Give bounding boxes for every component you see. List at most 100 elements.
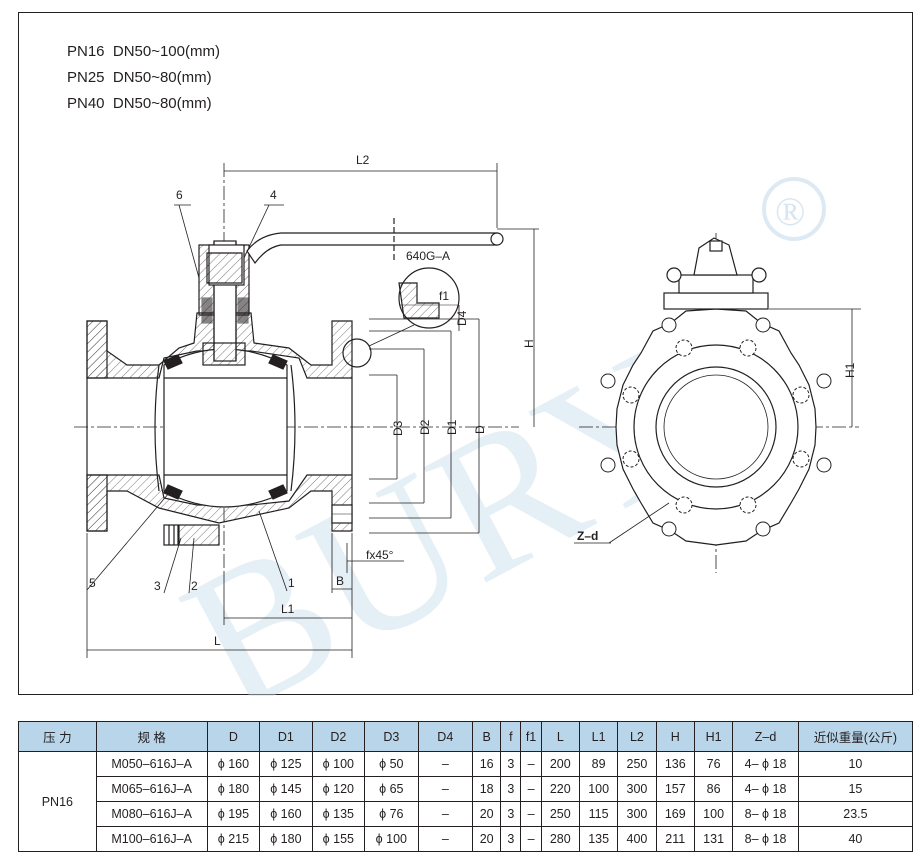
col-header: D2 bbox=[311, 721, 366, 752]
technical-drawing: BURY ® bbox=[18, 12, 913, 696]
table-cell: 200 bbox=[540, 751, 580, 777]
model-cell: M080–616J–A bbox=[95, 801, 208, 827]
table-cell: ϕ 50 bbox=[364, 751, 419, 777]
svg-text:L2: L2 bbox=[356, 153, 370, 167]
svg-text:1: 1 bbox=[288, 576, 295, 590]
table-cell: – bbox=[520, 776, 542, 802]
table-cell: 4– ϕ 18 bbox=[732, 776, 799, 802]
col-header: f bbox=[500, 721, 522, 752]
table-cell: 3 bbox=[500, 776, 522, 802]
table-cell: 250 bbox=[540, 801, 580, 827]
table-cell: ϕ 76 bbox=[364, 801, 419, 827]
table-cell: – bbox=[417, 776, 474, 802]
table-cell: 8– ϕ 18 bbox=[732, 801, 799, 827]
model-cell: M065–616J–A bbox=[95, 776, 208, 802]
col-header: D bbox=[206, 721, 261, 752]
dimension-text: L2 H D3 D2 D1 D D4 f1 640G–A fx45° B L1 … bbox=[89, 153, 536, 648]
col-header: D3 bbox=[364, 721, 419, 752]
col-header: f1 bbox=[520, 721, 542, 752]
table-cell: ϕ 180 bbox=[206, 776, 261, 802]
svg-text:4: 4 bbox=[270, 188, 277, 202]
table-cell: – bbox=[417, 826, 474, 852]
svg-text:®: ® bbox=[775, 189, 805, 234]
table-cell: 280 bbox=[540, 826, 580, 852]
svg-text:D: D bbox=[473, 425, 487, 434]
table-cell: 220 bbox=[540, 776, 580, 802]
svg-text:H: H bbox=[522, 339, 536, 348]
table-cell: – bbox=[417, 801, 474, 827]
table-cell: 20 bbox=[472, 826, 502, 852]
pressure-spec-pn25: PN25 DN50~80(mm) bbox=[67, 69, 212, 86]
col-header: H bbox=[655, 721, 695, 752]
svg-text:D4: D4 bbox=[455, 310, 469, 326]
table-cell: – bbox=[520, 826, 542, 852]
table-cell: 4– ϕ 18 bbox=[732, 751, 799, 777]
table-cell: 100 bbox=[693, 801, 734, 827]
svg-text:B: B bbox=[336, 574, 344, 588]
table-cell: 169 bbox=[655, 801, 695, 827]
specification-table: 压 力 规 格 D D1 D2 D3 D4 B f f1 L L1 L2 H H… bbox=[18, 721, 914, 852]
model-cell: M100–616J–A bbox=[95, 826, 208, 852]
table-cell: 10 bbox=[797, 751, 914, 777]
table-cell: ϕ 100 bbox=[364, 826, 419, 852]
table-cell: ϕ 180 bbox=[259, 826, 313, 852]
col-header: L1 bbox=[578, 721, 619, 752]
table-cell: ϕ 160 bbox=[206, 751, 261, 777]
valve-end-view bbox=[579, 233, 859, 573]
table-cell: 400 bbox=[617, 826, 657, 852]
table-cell: – bbox=[417, 751, 474, 777]
col-header: 近似重量(公斤) bbox=[797, 721, 914, 752]
table-cell: 40 bbox=[797, 826, 914, 852]
pressure-cell: PN16 bbox=[18, 751, 97, 852]
table-cell: ϕ 195 bbox=[206, 801, 261, 827]
svg-text:3: 3 bbox=[154, 579, 161, 593]
table-cell: ϕ 155 bbox=[311, 826, 366, 852]
svg-text:L: L bbox=[214, 634, 221, 648]
table-cell: 135 bbox=[578, 826, 619, 852]
table-cell: 211 bbox=[655, 826, 695, 852]
table-cell: 3 bbox=[500, 801, 522, 827]
table-cell: ϕ 120 bbox=[311, 776, 366, 802]
table-cell: 100 bbox=[578, 776, 619, 802]
valve-drawing-svg: BURY ® bbox=[74, 153, 861, 696]
col-header: 压 力 bbox=[18, 721, 97, 752]
svg-text:2: 2 bbox=[191, 579, 198, 593]
table-cell: 15 bbox=[797, 776, 914, 802]
table-cell: 250 bbox=[617, 751, 657, 777]
col-header: Z–d bbox=[732, 721, 799, 752]
table-cell: 16 bbox=[472, 751, 502, 777]
registered-mark: ® bbox=[762, 177, 826, 241]
valve-section-view bbox=[74, 163, 519, 573]
table-cell: 23.5 bbox=[797, 801, 914, 827]
table-cell: 86 bbox=[693, 776, 734, 802]
table-cell: 157 bbox=[655, 776, 695, 802]
table-cell: 89 bbox=[578, 751, 619, 777]
table-cell: – bbox=[520, 801, 542, 827]
table-header-row: 压 力 规 格 D D1 D2 D3 D4 B f f1 L L1 L2 H H… bbox=[18, 721, 914, 752]
col-header: D1 bbox=[259, 721, 313, 752]
dim-Zd: Z–d bbox=[577, 529, 598, 543]
table-cell: 300 bbox=[617, 801, 657, 827]
table-cell: 76 bbox=[693, 751, 734, 777]
pressure-spec-pn40: PN40 DN50~80(mm) bbox=[67, 95, 212, 112]
svg-text:6: 6 bbox=[176, 188, 183, 202]
svg-text:L1: L1 bbox=[281, 602, 295, 616]
table-cell: 131 bbox=[693, 826, 734, 852]
table-cell: ϕ 215 bbox=[206, 826, 261, 852]
pressure-spec-pn16: PN16 DN50~100(mm) bbox=[67, 43, 220, 60]
table-cell: 20 bbox=[472, 801, 502, 827]
table-cell: 136 bbox=[655, 751, 695, 777]
table-cell: 3 bbox=[500, 751, 522, 777]
table-cell: ϕ 100 bbox=[311, 751, 366, 777]
table-cell: ϕ 65 bbox=[364, 776, 419, 802]
model-cell: M050–616J–A bbox=[95, 751, 208, 777]
svg-text:f1: f1 bbox=[439, 289, 449, 303]
table-cell: 115 bbox=[578, 801, 619, 827]
svg-text:640G–A: 640G–A bbox=[406, 249, 450, 263]
col-header: L2 bbox=[617, 721, 657, 752]
